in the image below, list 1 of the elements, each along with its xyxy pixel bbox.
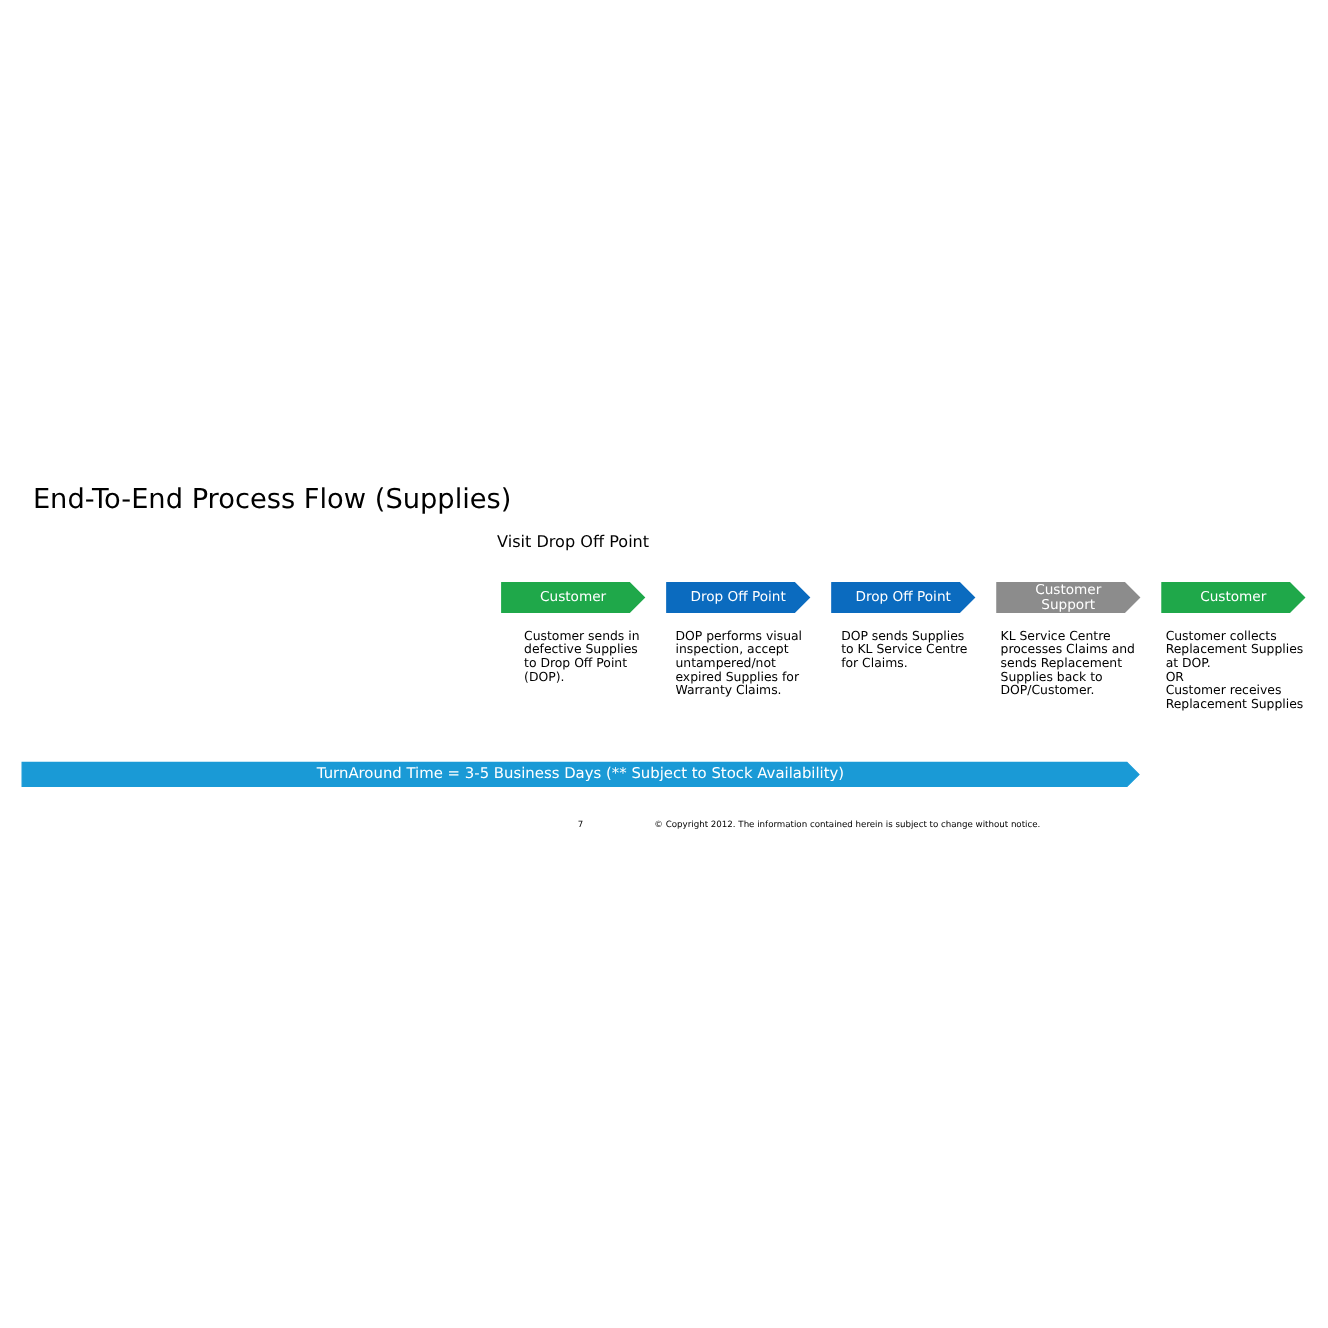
diagram-title: End-To-End Process Flow (Supplies) xyxy=(32,483,512,516)
